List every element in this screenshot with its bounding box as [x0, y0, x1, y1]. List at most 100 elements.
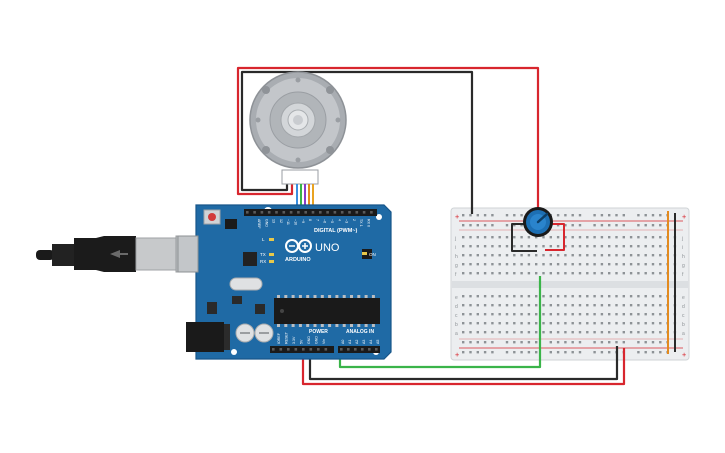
rail-hole[interactable]: [491, 341, 494, 344]
breadboard-hole[interactable]: [549, 245, 552, 248]
breadboard-hole[interactable]: [651, 322, 655, 325]
rail-hole[interactable]: [578, 214, 582, 217]
rail-hole[interactable]: [483, 214, 487, 217]
wire-black-motor-ground[interactable]: [240, 70, 474, 214]
breadboard-hole[interactable]: [483, 295, 487, 298]
breadboard-hole[interactable]: [462, 263, 465, 266]
breadboard-hole[interactable]: [505, 236, 509, 239]
breadboard-hole[interactable]: [542, 313, 545, 316]
rail-hole[interactable]: [483, 224, 487, 227]
breadboard-hole[interactable]: [622, 313, 625, 316]
breadboard-hole[interactable]: [615, 254, 618, 257]
breadboard-hole[interactable]: [527, 272, 531, 275]
breadboard-hole[interactable]: [535, 263, 538, 266]
breadboard-hole[interactable]: [491, 313, 494, 316]
header-pin[interactable]: [272, 348, 275, 351]
rail-hole[interactable]: [578, 351, 582, 354]
rail-hole[interactable]: [505, 341, 509, 344]
header-pin[interactable]: [326, 211, 329, 214]
breadboard-hole[interactable]: [608, 313, 611, 316]
breadboard-hole[interactable]: [542, 236, 545, 239]
header-pin[interactable]: [370, 211, 373, 214]
header-pin[interactable]: [289, 211, 293, 214]
breadboard-hole[interactable]: [527, 236, 531, 239]
rail-hole[interactable]: [600, 351, 604, 354]
breadboard-hole[interactable]: [622, 331, 625, 334]
header-pin[interactable]: [297, 211, 300, 214]
breadboard-hole[interactable]: [637, 295, 640, 298]
breadboard-hole[interactable]: [600, 254, 604, 257]
breadboard-hole[interactable]: [462, 254, 465, 257]
breadboard-hole[interactable]: [491, 322, 494, 325]
breadboard-hole[interactable]: [578, 263, 582, 266]
rail-hole[interactable]: [556, 351, 560, 354]
breadboard-hole[interactable]: [556, 272, 560, 275]
breadboard-hole[interactable]: [651, 331, 655, 334]
breadboard-hole[interactable]: [629, 263, 633, 266]
breadboard-hole[interactable]: [564, 263, 567, 266]
breadboard-hole[interactable]: [520, 272, 523, 275]
breadboard-hole[interactable]: [542, 263, 545, 266]
breadboard-hole[interactable]: [586, 322, 589, 325]
rail-hole[interactable]: [622, 341, 625, 344]
breadboard-hole[interactable]: [549, 263, 552, 266]
breadboard-hole[interactable]: [564, 236, 567, 239]
header-pin[interactable]: [309, 348, 313, 351]
breadboard-hole[interactable]: [586, 304, 589, 307]
breadboard-hole[interactable]: [644, 272, 647, 275]
breadboard-hole[interactable]: [637, 322, 640, 325]
wires[interactable]: [236, 66, 676, 386]
breadboard-hole[interactable]: [659, 245, 662, 248]
breadboard-hole[interactable]: [629, 254, 633, 257]
rail-hole[interactable]: [476, 351, 479, 354]
breadboard-hole[interactable]: [651, 272, 655, 275]
breadboard-hole[interactable]: [535, 254, 538, 257]
breadboard-hole[interactable]: [593, 263, 596, 266]
breadboard-hole[interactable]: [564, 295, 567, 298]
header-pin[interactable]: [354, 348, 357, 351]
breadboard-hole[interactable]: [571, 322, 574, 325]
rail-hole[interactable]: [637, 341, 640, 344]
breadboard-hole[interactable]: [629, 236, 633, 239]
header-pin[interactable]: [302, 348, 305, 351]
breadboard-hole[interactable]: [535, 313, 538, 316]
rail-hole[interactable]: [659, 341, 662, 344]
rail-hole[interactable]: [644, 214, 647, 217]
breadboard-hole[interactable]: [578, 304, 582, 307]
breadboard-hole[interactable]: [469, 295, 472, 298]
breadboard-hole[interactable]: [571, 245, 574, 248]
breadboard-hole[interactable]: [462, 331, 465, 334]
breadboard-hole[interactable]: [600, 331, 604, 334]
breadboard-hole[interactable]: [476, 322, 479, 325]
breadboard-hole[interactable]: [651, 263, 655, 266]
breadboard-hole[interactable]: [542, 254, 545, 257]
breadboard-hole[interactable]: [527, 322, 531, 325]
header-pin[interactable]: [287, 348, 290, 351]
breadboard-hole[interactable]: [571, 254, 574, 257]
breadboard-hole[interactable]: [644, 254, 647, 257]
rail-hole[interactable]: [520, 351, 523, 354]
header-pin[interactable]: [348, 211, 351, 214]
breadboard-hole[interactable]: [564, 322, 567, 325]
breadboard-hole[interactable]: [556, 322, 560, 325]
rail-hole[interactable]: [549, 341, 552, 344]
rail-hole[interactable]: [659, 351, 662, 354]
breadboard-hole[interactable]: [578, 295, 582, 298]
breadboard-hole[interactable]: [483, 313, 487, 316]
breadboard-hole[interactable]: [491, 272, 494, 275]
breadboard-hole[interactable]: [498, 236, 501, 239]
rail-hole[interactable]: [651, 351, 655, 354]
breadboard-hole[interactable]: [615, 313, 618, 316]
breadboard-hole[interactable]: [629, 245, 633, 248]
breadboard-hole[interactable]: [542, 331, 545, 334]
breadboard-hole[interactable]: [491, 245, 494, 248]
breadboard-hole[interactable]: [476, 304, 479, 307]
breadboard-hole[interactable]: [527, 331, 531, 334]
rail-hole[interactable]: [644, 351, 647, 354]
breadboard-hole[interactable]: [593, 254, 596, 257]
rail-hole[interactable]: [527, 341, 531, 344]
rail-hole[interactable]: [659, 224, 662, 227]
rail-hole[interactable]: [651, 341, 655, 344]
breadboard-hole[interactable]: [527, 304, 531, 307]
rail-hole[interactable]: [622, 224, 625, 227]
